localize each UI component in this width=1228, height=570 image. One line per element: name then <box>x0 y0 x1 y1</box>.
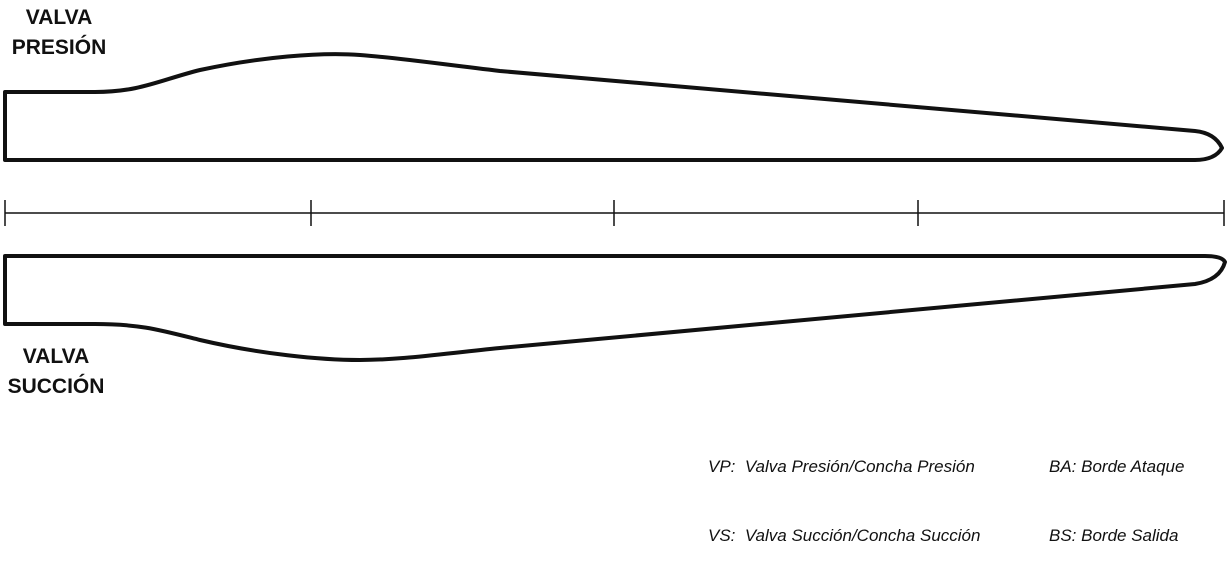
scale-bar <box>4 200 1225 226</box>
legend-bs: BS: Borde Salida <box>1049 526 1179 545</box>
legend-vp: VP: Valva Presión/Concha Presión <box>708 457 975 476</box>
legend-abbreviations-shells: VP: Valva Presión/Concha Presión VS: Val… <box>708 409 980 570</box>
suction-shell-outline <box>3 254 1227 362</box>
suction-valve-label-line1: VALVA <box>22 345 90 368</box>
legend-abbreviations-edges: BA: Borde Ataque BS: Borde Salida <box>1049 409 1184 570</box>
pressure-valve-label-line2: PRESIÓN <box>11 36 107 59</box>
suction-valve-label: VALVA SUCCIÓN <box>0 342 112 402</box>
legend-ba: BA: Borde Ataque <box>1049 457 1185 476</box>
suction-valve-label-line2: SUCCIÓN <box>7 375 105 398</box>
legend-vs: VS: Valva Succión/Concha Succión <box>708 526 981 545</box>
pressure-shell-outline <box>3 52 1224 162</box>
pressure-valve-label-line1: VALVA <box>25 6 93 29</box>
pressure-valve-label: VALVA PRESIÓN <box>0 3 118 63</box>
blade-diagram <box>3 52 1227 362</box>
